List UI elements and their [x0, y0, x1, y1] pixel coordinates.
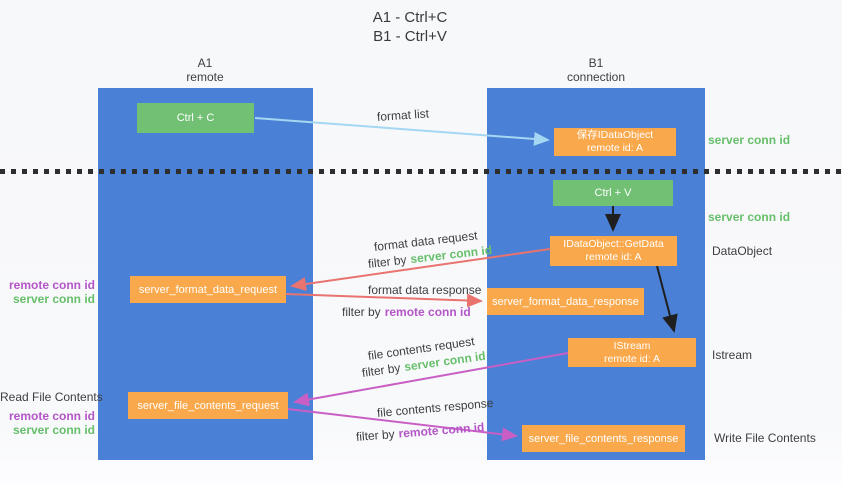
conn-id-stack-format: remote conn id server conn id [0, 278, 95, 306]
label-file-contents-response: file contents response [376, 395, 494, 420]
node-ctrl-v: Ctrl + V [553, 180, 673, 206]
lane-a1-subtitle: remote [186, 70, 224, 84]
node-format-response-label: server_format_data_response [492, 295, 639, 308]
remote-conn-id-text: remote conn id [384, 305, 471, 319]
node-save-idataobject: 保存IDataObject remote id: A [554, 128, 676, 156]
lane-header-a1: A1 remote [125, 56, 285, 84]
node-server-file-contents-response: server_file_contents_response [522, 425, 685, 452]
node-file-request-label: server_file_contents_request [137, 399, 279, 412]
node-server-format-data-response: server_format_data_response [487, 288, 644, 315]
node-server-file-contents-request: server_file_contents_request [128, 392, 288, 419]
title-line-1: A1 - Ctrl+C [372, 9, 448, 26]
label-dataobject: DataObject [712, 244, 773, 258]
label-istream: Istream [712, 348, 753, 362]
node-getdata-line-1: IDataObject::GetData [563, 238, 664, 250]
node-getdata-line-2: remote id: A [585, 251, 642, 263]
diagram-title: A1 - Ctrl+C B1 - Ctrl+V [300, 8, 520, 46]
filter-by-text: filter by [361, 360, 402, 380]
node-ctrl-c-label: Ctrl + C [176, 112, 215, 124]
node-format-request-label: server_format_data_request [138, 283, 278, 296]
node-file-response-label: server_file_contents_response [528, 432, 679, 445]
node-istream-line-2: remote id: A [603, 352, 661, 365]
remote-conn-id-text: remote conn id [398, 419, 485, 441]
filter-by-text: filter by [367, 252, 408, 271]
node-save-line-2: remote id: A [586, 142, 644, 154]
lane-a1-title: A1 [197, 56, 213, 70]
server-conn-id-text: server conn id [12, 423, 95, 437]
label-server-conn-id-mid: server conn id [708, 210, 791, 224]
node-server-format-data-request: server_format_data_request [130, 276, 286, 303]
filter-by-text: filter by [355, 426, 396, 444]
node-istream-line-1: IStream [613, 339, 651, 352]
session-separator-line [0, 169, 842, 174]
node-save-line-1: 保存IDataObject [576, 129, 654, 141]
title-line-2: B1 - Ctrl+V [373, 28, 447, 45]
node-idataobject-getdata: IDataObject::GetData remote id: A [550, 236, 677, 266]
node-ctrl-c: Ctrl + C [137, 103, 254, 133]
conn-id-stack-file: remote conn id server conn id [0, 409, 95, 437]
label-server-conn-id-top: server conn id [708, 133, 791, 147]
label-format-data-response: format data response [368, 283, 482, 297]
node-istream: IStream remote id: A [568, 338, 696, 367]
label-write-file-contents: Write File Contents [714, 431, 816, 445]
remote-conn-id-text: remote conn id [8, 278, 95, 292]
label-read-file-contents: Read File Contents [0, 390, 103, 404]
lane-header-b1: B1 connection [516, 56, 676, 84]
node-ctrl-v-label: Ctrl + V [594, 187, 632, 199]
filter-by-text: filter by [342, 305, 381, 319]
lane-b1-subtitle: connection [566, 70, 626, 84]
remote-conn-id-text: remote conn id [8, 409, 95, 423]
server-conn-id-text: server conn id [12, 292, 95, 306]
lane-b1-title: B1 [588, 56, 604, 70]
label-format-list: format list [376, 106, 430, 124]
